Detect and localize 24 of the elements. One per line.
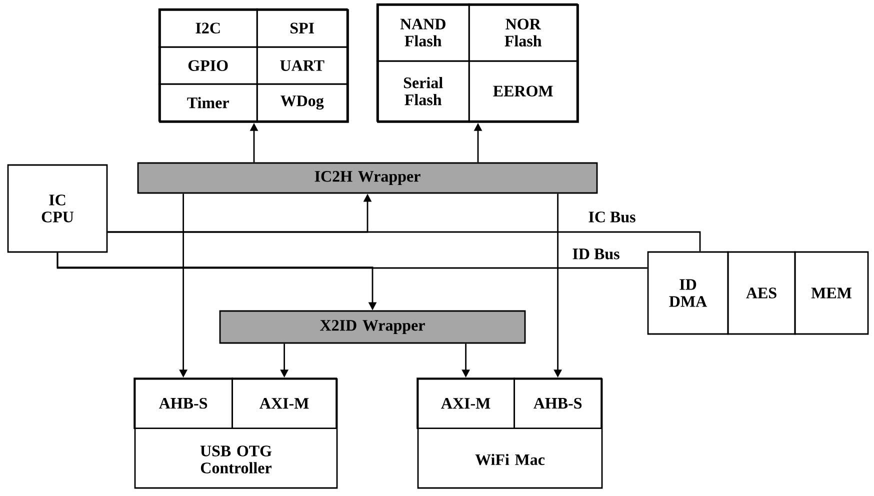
module-box [159, 9, 349, 123]
block-box: Timer [158, 83, 258, 122]
block-box: AXI-M [232, 378, 337, 429]
block-box: WDog [256, 83, 348, 122]
wrapper-bar: IC2H Wrapper [137, 162, 598, 194]
block-box: AHB-S [134, 378, 233, 429]
block-box: SPI [256, 8, 348, 48]
block-box: AHB-S [514, 378, 602, 429]
block-box: NAND Flash [376, 3, 470, 62]
block-box: UART [256, 46, 348, 85]
block-box: EEROM [468, 60, 578, 122]
block-box: GPIO [158, 46, 258, 85]
module-box [377, 4, 579, 123]
block-box: AES [727, 251, 796, 335]
block-box: MEM [794, 251, 869, 335]
wrapper-bar: X2ID Wrapper [219, 310, 526, 344]
block-box: Serial Flash [376, 60, 470, 122]
block-box: NOR Flash [468, 3, 578, 62]
edge-label: ID Bus [571, 248, 621, 260]
block-box: AXI-M [416, 378, 515, 429]
edge-label: IC Bus [587, 210, 637, 224]
block-box: I2C [158, 8, 258, 48]
block-box: ID DMA [647, 251, 729, 335]
block-box: IC CPU [7, 164, 108, 253]
